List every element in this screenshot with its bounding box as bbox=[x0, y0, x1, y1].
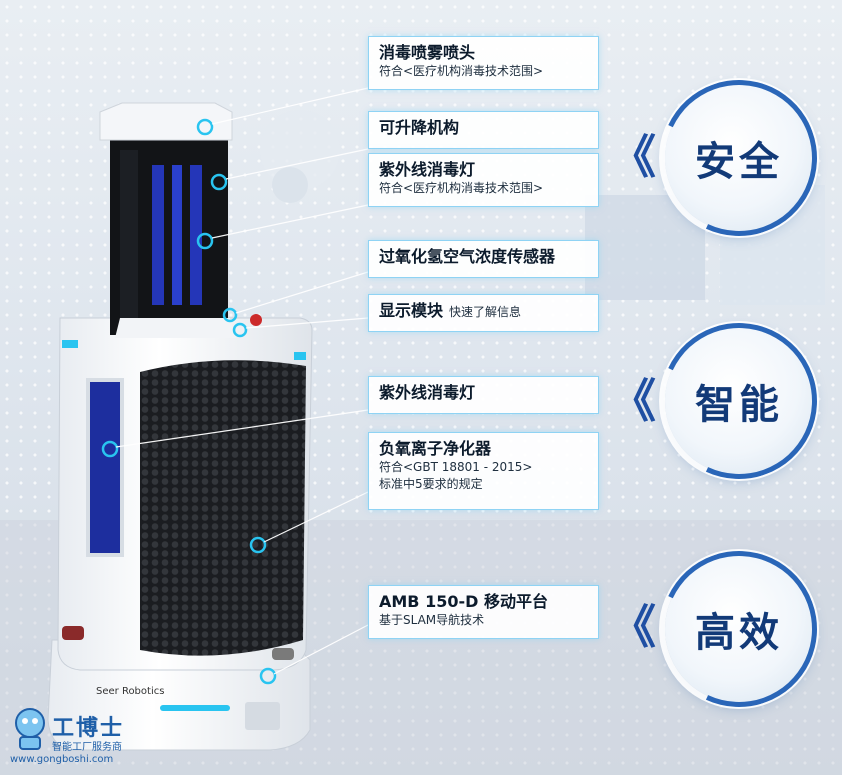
callout-uv-lamp-top: 紫外线消毒灯 符合<医疗机构消毒技术范围> bbox=[368, 153, 599, 207]
logo-url: www.gongboshi.com bbox=[10, 754, 114, 765]
callout-title: 显示模块快速了解信息 bbox=[379, 301, 588, 322]
callout-title: 过氧化氢空气浓度传感器 bbox=[379, 247, 556, 266]
callout-subtitle-2: 标准中5要求的规定 bbox=[379, 477, 483, 491]
callout-title: 负氧离子净化器 bbox=[379, 439, 492, 458]
callout-h2o2-sensor: 过氧化氢空气浓度传感器 bbox=[368, 240, 599, 278]
callout-title: 可升降机构 bbox=[379, 118, 460, 137]
callout-inline-text: 快速了解信息 bbox=[449, 305, 522, 319]
callout-display-module: 显示模块快速了解信息 bbox=[368, 294, 599, 332]
callout-title: 紫外线消毒灯 bbox=[379, 160, 476, 179]
callout-subtitle: 基于SLAM导航技术 bbox=[379, 613, 485, 627]
robot-brand-label: Seer Robotics bbox=[96, 686, 165, 697]
badge-text: 智能 bbox=[695, 382, 783, 428]
chevron-left-icon: 《 bbox=[610, 600, 656, 654]
badge-safety: 安全 bbox=[639, 58, 839, 258]
logo-tagline: 智能工厂服务商 bbox=[52, 742, 122, 753]
badge-text: 安全 bbox=[695, 139, 783, 185]
callout-title: AMB 150-D 移动平台 bbox=[379, 592, 548, 611]
badge-text: 高效 bbox=[695, 610, 783, 656]
callout-title-text: 显示模块 bbox=[379, 301, 444, 320]
callout-title: 消毒喷雾喷头 bbox=[379, 43, 476, 62]
badge-intelligence: 智能 bbox=[639, 301, 839, 501]
callout-title: 紫外线消毒灯 bbox=[379, 383, 476, 402]
callout-ion-purifier: 负氧离子净化器 符合<GBT 18801 - 2015> 标准中5要求的规定 bbox=[368, 432, 599, 510]
callout-subtitle: 符合<GBT 18801 - 2015> bbox=[379, 460, 533, 474]
callout-subtitle: 符合<医疗机构消毒技术范围> bbox=[379, 64, 544, 78]
mascot-logo-icon bbox=[15, 708, 45, 750]
badge-efficiency: 高效 bbox=[639, 529, 839, 729]
callout-uv-lamp-body: 紫外线消毒灯 bbox=[368, 376, 599, 414]
callout-lifting-mechanism: 可升降机构 bbox=[368, 111, 599, 149]
chevron-left-icon: 《 bbox=[610, 374, 656, 428]
callout-spray-nozzle: 消毒喷雾喷头 符合<医疗机构消毒技术范围> bbox=[368, 36, 599, 90]
callout-subtitle: 符合<医疗机构消毒技术范围> bbox=[379, 181, 544, 195]
logo-name: 工博士 bbox=[52, 715, 125, 741]
chevron-left-icon: 《 bbox=[610, 130, 656, 184]
callout-mobile-platform: AMB 150-D 移动平台 基于SLAM导航技术 bbox=[368, 585, 599, 639]
